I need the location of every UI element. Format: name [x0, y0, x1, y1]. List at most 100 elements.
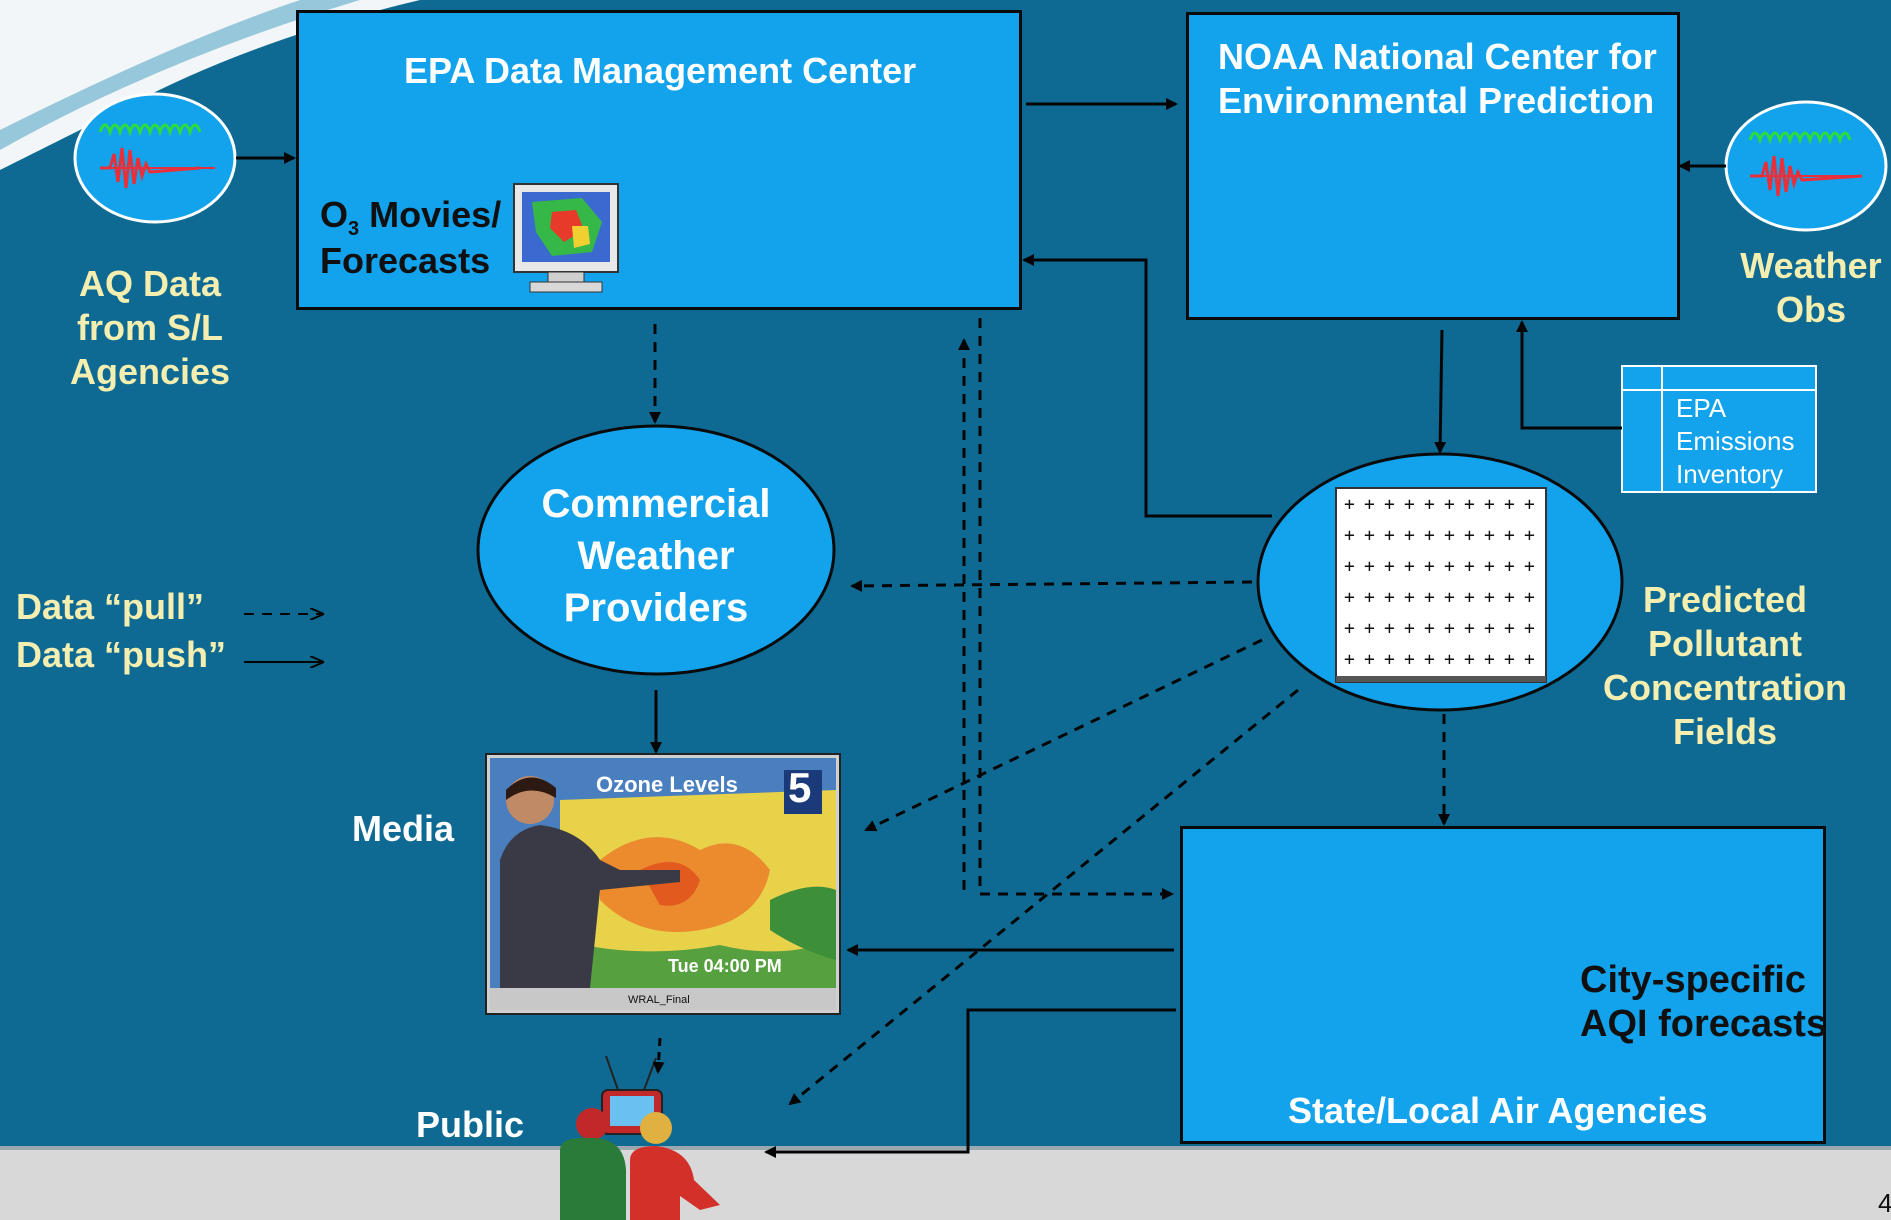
o3-subscript: 3 — [348, 218, 360, 241]
grid-plus: + — [1464, 618, 1475, 639]
grid-plus: + — [1404, 587, 1415, 608]
grid-plus: + — [1344, 618, 1355, 639]
arrow-emissions-to-noaa — [1516, 320, 1622, 430]
legend-push-label: Data “push” — [16, 634, 227, 675]
grid-plus: + — [1504, 649, 1515, 670]
tv-caption: WRAL_Final — [628, 994, 690, 1006]
epa-dmc-box — [296, 10, 1022, 310]
grid-plus: + — [1424, 587, 1435, 608]
arrow-state-to-public — [764, 1008, 1176, 1158]
state-local-title: State/Local Air Agencies — [1288, 1090, 1708, 1131]
aq-data-oval-icon — [73, 92, 237, 224]
grid-plus: + — [1344, 587, 1355, 608]
forecasts-label: Forecasts — [320, 240, 491, 281]
grid-plus: + — [1444, 525, 1455, 546]
grid-plus: + — [1484, 556, 1495, 577]
emissions-table-icon — [1621, 365, 1817, 493]
city-aqi-line1: City-specific — [1580, 959, 1806, 1001]
media-tv-image — [485, 753, 841, 1015]
page-number: 4 — [1878, 1188, 1891, 1218]
tv-title: Ozone Levels — [596, 772, 738, 797]
grid-plus: + — [1384, 587, 1395, 608]
grid-plus: + — [1424, 649, 1435, 670]
emissions-line2: Emissions — [1676, 426, 1795, 456]
o3-prefix: O — [320, 194, 349, 235]
legend-pull-label: Data “pull” — [16, 586, 205, 627]
grid-plus: + — [1504, 494, 1515, 515]
grid-plus: + — [1464, 494, 1475, 515]
grid-plus: + — [1364, 556, 1375, 577]
grid-plus: + — [1524, 649, 1535, 670]
grid-plus: + — [1484, 494, 1495, 515]
grid-plus: + — [1424, 525, 1435, 546]
grid-plus: + — [1444, 494, 1455, 515]
grid-plus: + — [1424, 556, 1435, 577]
weather-obs-line1: Weather — [1740, 245, 1882, 286]
grid-plus: + — [1364, 587, 1375, 608]
aq-data-label: AQ Data from S/L Agencies — [50, 262, 250, 394]
arrow-epa-to-state — [978, 318, 1174, 900]
grid-plus-marks: + + + + + + + + + + + + + + + + + + + + + + + + + + + + + + + + + + + + + + + +… — [1344, 494, 1535, 670]
grid-plus: + — [1524, 525, 1535, 546]
grid-plus: + — [1464, 525, 1475, 546]
grid-plus: + — [1404, 649, 1415, 670]
emissions-line1: EPA — [1676, 393, 1727, 423]
public-label: Public — [416, 1104, 525, 1145]
commercial-line1: Commercial — [541, 482, 771, 526]
grid-plus: + — [1524, 494, 1535, 515]
arrow-fields-to-public — [788, 688, 1299, 1106]
footer-band — [0, 1150, 1891, 1220]
commercial-line3: Providers — [563, 586, 749, 630]
arrow-fields-to-epa — [1022, 254, 1272, 518]
footer-line — [0, 1146, 1891, 1150]
grid-plus: + — [1384, 556, 1395, 577]
aq-data-line2: from S/L — [76, 307, 223, 348]
grid-plus: + — [1404, 525, 1415, 546]
grid-plus: + — [1444, 618, 1455, 639]
grid-plus: + — [1384, 525, 1395, 546]
grid-plus: + — [1404, 494, 1415, 515]
grid-plus: + — [1384, 494, 1395, 515]
media-label: Media — [352, 808, 455, 849]
noaa-box — [1186, 12, 1680, 320]
weather-obs-line2: Obs — [1775, 289, 1846, 330]
o3-movies-label: O3 Movies/ — [320, 194, 501, 241]
arrow-media-to-public — [652, 1037, 665, 1074]
predicted-line3: Concentration — [1602, 667, 1847, 708]
commercial-label: Commercial Weather Providers — [506, 478, 806, 634]
o3-monitor-icon — [512, 182, 620, 294]
arrow-fields-to-commercial — [850, 579, 1253, 592]
grid-plus: + — [1504, 556, 1515, 577]
predicted-line2: Pollutant — [1648, 623, 1802, 664]
commercial-line2: Weather — [577, 534, 735, 578]
grid-plus: + — [1404, 618, 1415, 639]
grid-plus: + — [1464, 556, 1475, 577]
grid-plus: + — [1424, 494, 1435, 515]
city-aqi-label: City-specific AQI forecasts — [1580, 958, 1827, 1046]
grid-plus: + — [1344, 525, 1355, 546]
grid-plus: + — [1524, 618, 1535, 639]
grid-plus: + — [1464, 587, 1475, 608]
predicted-line1: Predicted — [1642, 579, 1808, 620]
emissions-line3: Inventory — [1676, 459, 1783, 489]
grid-plus: + — [1344, 494, 1355, 515]
predicted-fields-label: Predicted Pollutant Concentration Fields — [1590, 578, 1860, 754]
o3-movies-text: Movies/ — [359, 194, 502, 235]
grid-plus: + — [1404, 556, 1415, 577]
grid-plus: + — [1444, 556, 1455, 577]
grid-sheet-icon — [1335, 487, 1547, 683]
grid-plus: + — [1484, 618, 1495, 639]
predicted-line4: Fields — [1672, 711, 1778, 752]
grid-plus: + — [1364, 494, 1375, 515]
grid-plus: + — [1424, 618, 1435, 639]
weather-obs-label: Weather Obs — [1736, 244, 1886, 332]
grid-plus: + — [1524, 556, 1535, 577]
aq-data-line1: AQ Data — [78, 263, 222, 304]
state-local-box — [1180, 826, 1826, 1144]
header-swoosh — [0, 0, 420, 170]
emissions-label: EPA Emissions Inventory — [1676, 392, 1794, 491]
grid-plus: + — [1504, 525, 1515, 546]
grid-plus: + — [1344, 649, 1355, 670]
grid-plus: + — [1444, 587, 1455, 608]
grid-plus: + — [1344, 556, 1355, 577]
